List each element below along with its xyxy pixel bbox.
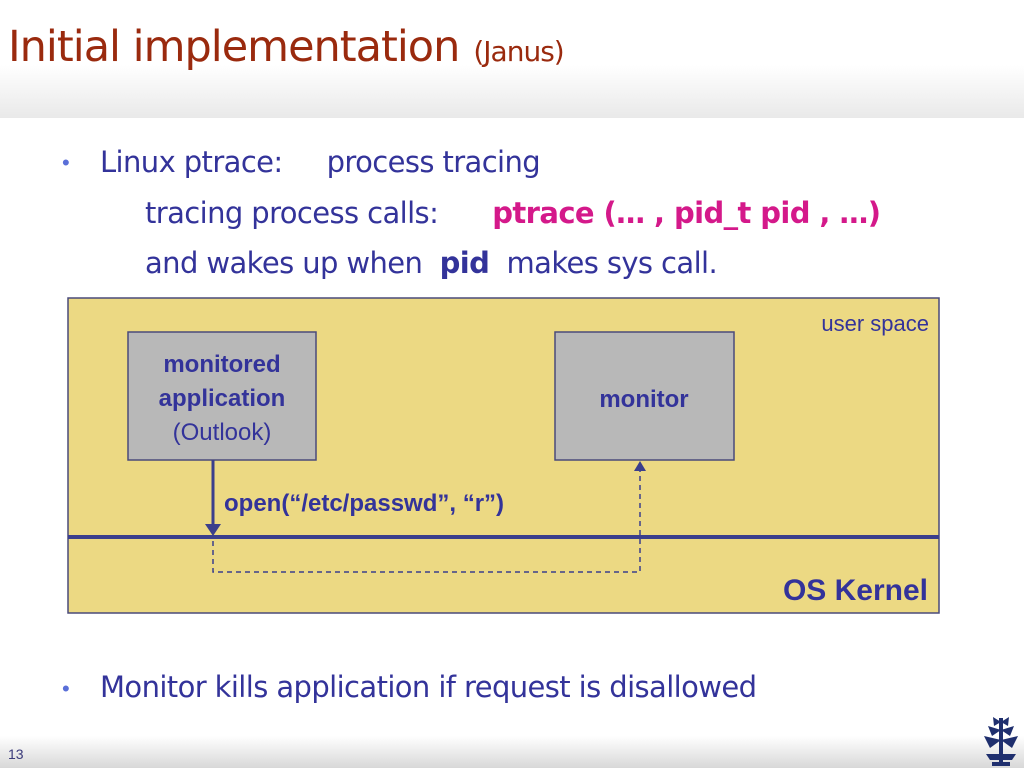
ptrace-signature: ptrace (… , pid_t pid , …): [492, 196, 881, 230]
page-number: 13: [8, 746, 24, 762]
monitor-box-label: monitor: [599, 386, 688, 413]
monitor-box: [554, 331, 735, 461]
app-box-line1: monitored: [163, 351, 280, 378]
title-band: [0, 0, 1024, 118]
user-space-label: user space: [821, 311, 929, 336]
title-suffix: (Janus): [473, 35, 564, 68]
bullet1-line3: and wakes up when pid makes sys call.: [145, 246, 718, 280]
university-logo-icon: [984, 717, 1018, 766]
app-box-line3: (Outlook): [173, 419, 272, 446]
syscall-arrowhead: [205, 524, 221, 536]
trace-notify-arrowhead: [634, 461, 646, 471]
app-box-line2: application: [159, 385, 286, 412]
bullet1-line3-text: and wakes up when: [145, 246, 423, 280]
title-main: Initial implementation: [8, 22, 460, 72]
syscall-label: open(“/etc/passwd”, “r”): [224, 490, 504, 517]
monitored-app-box: [127, 331, 317, 461]
os-kernel-label: OS Kernel: [783, 574, 928, 607]
bullet-icon: •: [62, 676, 70, 701]
bullet2-text: Monitor kills application if request is …: [100, 670, 757, 704]
bullet1-line2: tracing process calls: ptrace (… , pid_t …: [145, 196, 881, 230]
bullet1-line2-text: tracing process calls:: [145, 196, 439, 230]
bullet-icon: •: [62, 150, 70, 175]
slide-title: Initial implementation (Janus): [8, 22, 565, 72]
bullet1-desc: process tracing: [326, 145, 541, 179]
bullet1-term: Linux ptrace:: [100, 145, 283, 179]
trace-notify-path: [212, 470, 641, 573]
bullet1-line1: Linux ptrace: process tracing: [100, 145, 541, 179]
pid-keyword: pid: [439, 246, 490, 280]
footer-band: [0, 736, 1024, 768]
bullet1-line3-end: makes sys call.: [506, 246, 718, 280]
